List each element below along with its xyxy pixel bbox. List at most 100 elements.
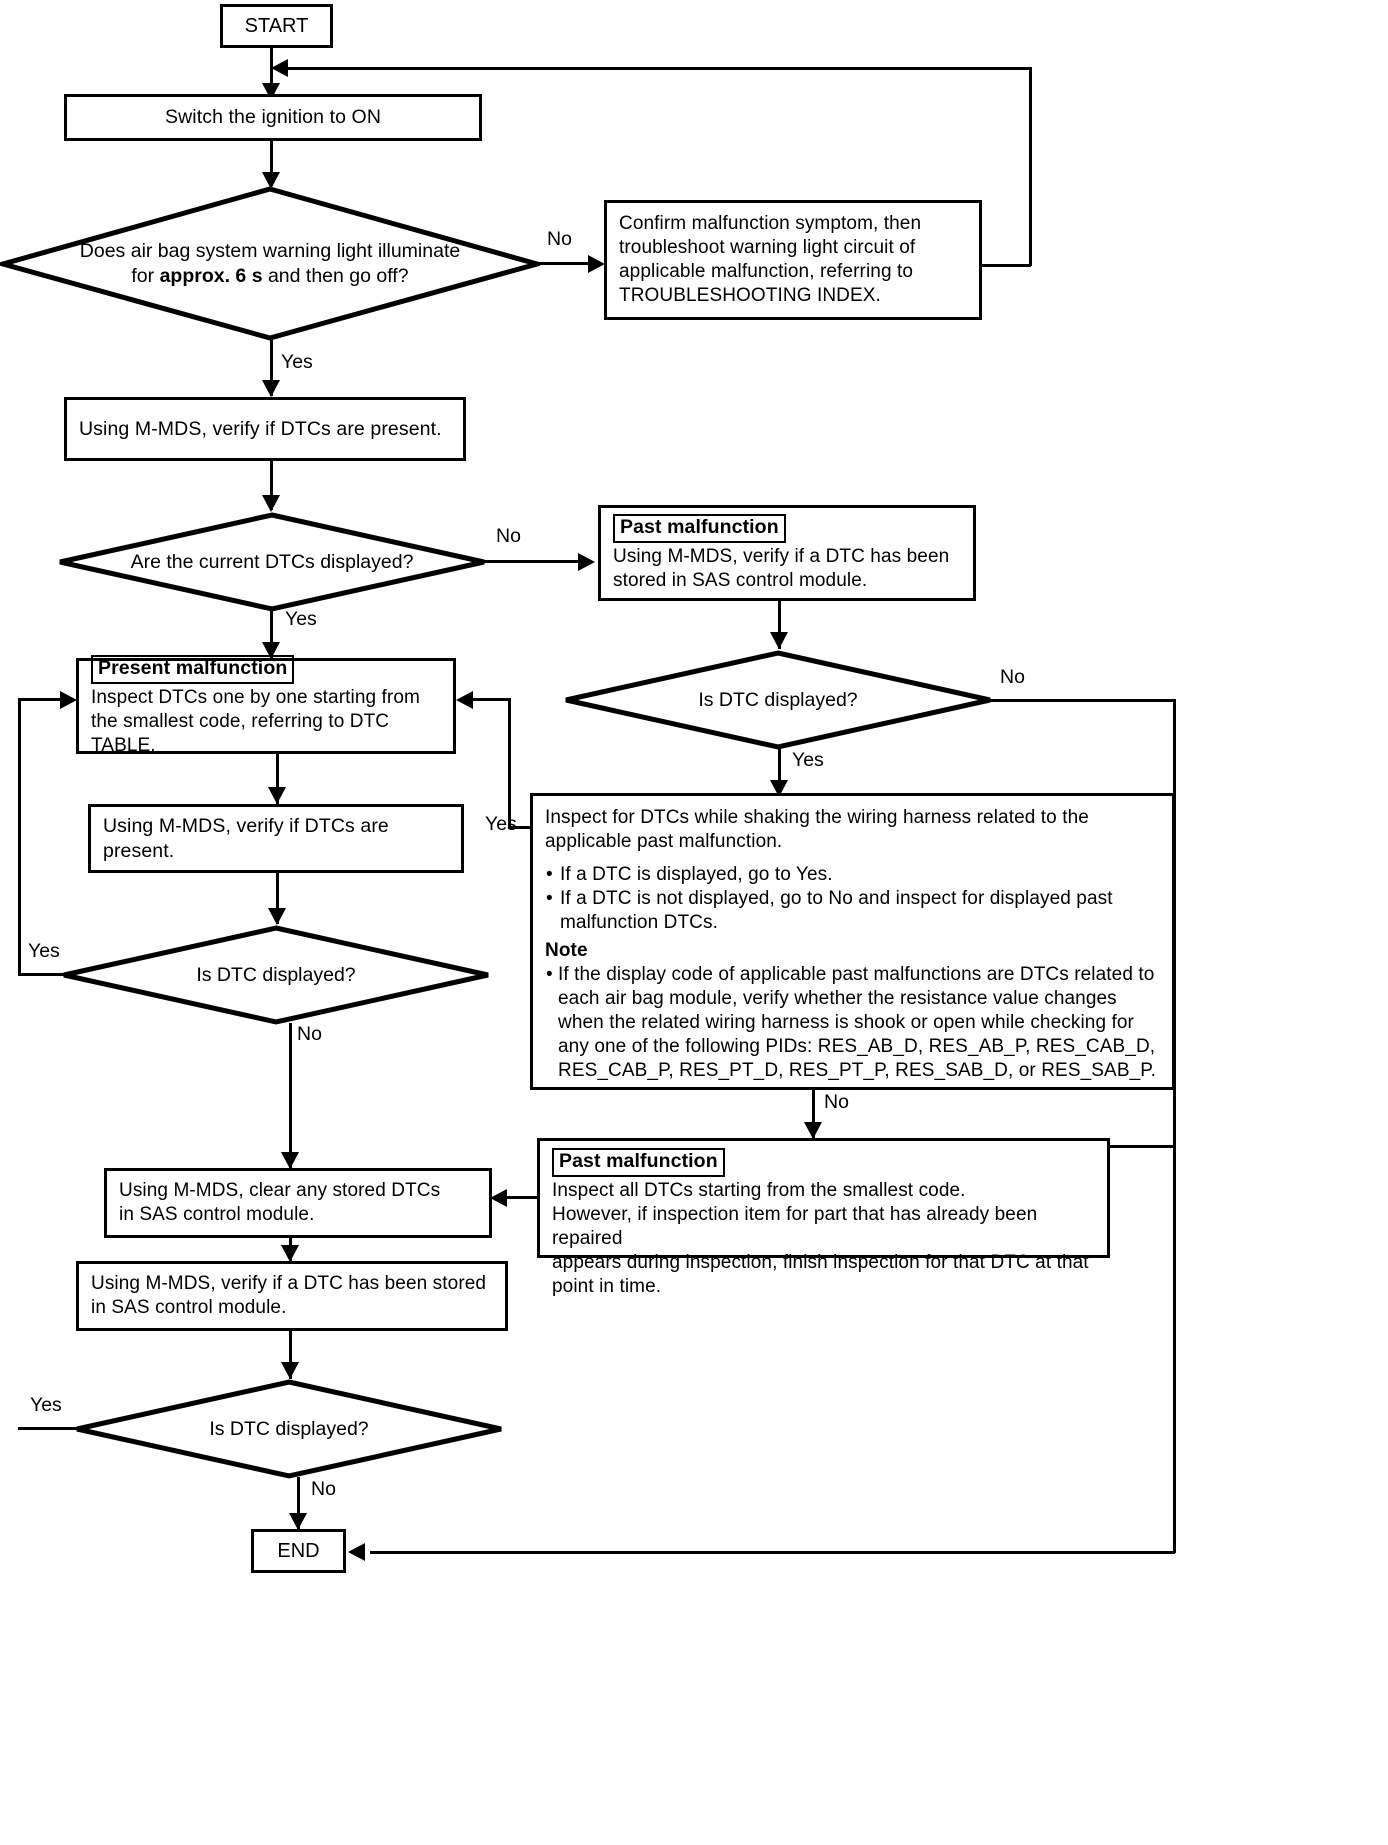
node-present-malfunction-text: Present malfunction Inspect DTCs one by …	[79, 651, 453, 762]
edge-decision4-no	[289, 1023, 292, 1168]
edge-decision4-yes-horizontal	[18, 973, 66, 976]
node-verify-dtcs: Using M-MDS, verify if DTCs are present.	[64, 397, 466, 461]
edge-label-decision3-no: No	[1000, 666, 1025, 688]
edge-feedback-top-horizontal	[283, 67, 1031, 70]
node-current-dtcs-label: Are the current DTCs displayed?	[130, 550, 414, 573]
node-switch-ignition-label: Switch the ignition to ON	[164, 106, 382, 128]
arrow-decision3-yes	[770, 780, 788, 797]
edge-label-decision1-yes: Yes	[281, 351, 313, 373]
warning-light-line2: for approx. 6 s and then go off?	[80, 264, 460, 289]
node-past-malfunction-1-text: Past malfunction Using M-MDS, verify if …	[601, 510, 973, 597]
edge-label-decision4-no: No	[297, 1023, 322, 1045]
past-malfunction-1-line2: stored in SAS control module.	[613, 569, 868, 591]
arrow-shake-no	[804, 1122, 822, 1139]
arrow-feedback-into-main	[271, 59, 288, 77]
past-malfunction-2-line3: appears during inspection, finish inspec…	[552, 1252, 1089, 1273]
arrow-pm1-to-decision3	[770, 632, 788, 649]
edge-yes-into-shake-box	[508, 826, 532, 829]
present-malfunction-chip: Present malfunction	[91, 654, 295, 684]
past-malfunction-1-chip: Past malfunction	[613, 513, 786, 543]
edge-decision2-yes	[270, 610, 273, 658]
edge-shake-no	[812, 1090, 815, 1138]
node-clear-dtcs-text: Using M-MDS, clear any stored DTCs in SA…	[107, 1173, 489, 1233]
edge-pm1-to-decision3	[778, 601, 781, 649]
past-malfunction-2-line2: However, if inspection item for part tha…	[552, 1204, 1038, 1249]
clear-dtcs-line1: Using M-MDS, clear any stored DTCs	[119, 1180, 441, 1201]
arrow-verify2-to-decision4	[268, 908, 286, 925]
node-is-dtc-displayed-right: Is DTC displayed?	[563, 650, 993, 750]
node-end-label: END	[277, 1539, 320, 1562]
arrow-clear-to-verify-stored	[281, 1245, 299, 1262]
edge-decision4-yes-vertical	[18, 698, 21, 975]
warning-light-line2-pre: for	[131, 264, 160, 287]
arrow-decision1-no	[588, 255, 605, 273]
arrow-ignition-to-decision1	[262, 172, 280, 189]
edge-label-decision1-no: No	[547, 228, 572, 250]
shake-harness-bullets: If a DTC is displayed, go to Yes. If a D…	[545, 863, 1160, 935]
node-shake-harness-text: Inspect for DTCs while shaking the wirin…	[533, 796, 1172, 1091]
confirm-symptom-line4: TROUBLESHOOTING INDEX.	[619, 285, 881, 306]
node-verify-dtcs-2: Using M-MDS, verify if DTCs are present.	[88, 804, 464, 873]
node-is-dtc-displayed-left-1: Is DTC displayed?	[61, 925, 491, 1025]
arrow-return-into-end	[348, 1543, 365, 1561]
edge-label-decision2-no: No	[496, 525, 521, 547]
edge-yes-vertical-present-malfunction	[508, 698, 511, 828]
node-clear-dtcs: Using M-MDS, clear any stored DTCs in SA…	[104, 1168, 492, 1238]
shake-harness-note-bullet-1: If the display code of applicable past m…	[545, 963, 1160, 1083]
edge-feedback-bottom-horizontal	[979, 264, 1031, 267]
edge-loop-into-present-malfunction	[18, 698, 66, 701]
node-verify-stored: Using M-MDS, verify if a DTC has been st…	[76, 1261, 508, 1331]
shake-harness-bullet-1: If a DTC is displayed, go to Yes.	[545, 863, 1160, 887]
edge-decision1-no	[537, 262, 600, 265]
edge-decision5-no	[297, 1477, 300, 1529]
edge-feedback-right-vertical	[1029, 67, 1032, 266]
node-is-dtc-displayed-left-2-label: Is DTC displayed?	[209, 1417, 369, 1440]
node-start: START	[220, 4, 333, 48]
edge-label-decision2-yes: Yes	[285, 608, 317, 630]
node-switch-ignition: Switch the ignition to ON	[64, 94, 482, 141]
node-verify-stored-text: Using M-MDS, verify if a DTC has been st…	[79, 1266, 505, 1326]
edge-return-into-end	[370, 1551, 1175, 1554]
warning-light-line2-post: and then go off?	[262, 264, 409, 287]
verify-stored-line2: in SAS control module.	[91, 1297, 287, 1318]
edge-label-shake-yes: Yes	[485, 813, 517, 835]
edge-ignition-to-decision1	[270, 141, 273, 186]
warning-light-line1: Does air bag system warning light illumi…	[79, 239, 461, 262]
present-malfunction-line2: the smallest code, referring to DTC TABL…	[91, 710, 390, 756]
node-past-malfunction-2: Past malfunction Inspect all DTCs starti…	[537, 1138, 1110, 1297]
arrow-pm-to-verify2	[268, 787, 286, 804]
confirm-symptom-line3: applicable malfunction, referring to	[619, 261, 914, 282]
arrow-pm2-to-clear	[490, 1189, 507, 1207]
edge-verify-to-decision2	[270, 461, 273, 510]
verify-stored-line1: Using M-MDS, verify if a DTC has been st…	[91, 1273, 487, 1294]
node-confirm-symptom-text: Confirm malfunction symptom, then troubl…	[607, 206, 979, 314]
edge-decision3-no-horizontal	[990, 699, 1175, 702]
node-present-malfunction: Present malfunction Inspect DTCs one by …	[76, 654, 456, 756]
node-shake-harness: Inspect for DTCs while shaking the wirin…	[530, 793, 1175, 1090]
node-verify-dtcs-2-label: Using M-MDS, verify if DTCs are present.	[103, 814, 389, 862]
arrow-decision5-no	[289, 1513, 307, 1530]
node-past-malfunction-1: Past malfunction Using M-MDS, verify if …	[598, 505, 976, 601]
edge-decision5-yes-horizontal	[18, 1427, 80, 1430]
present-malfunction-line1: Inspect DTCs one by one starting from	[91, 686, 420, 708]
past-malfunction-2-chip: Past malfunction	[552, 1148, 725, 1177]
edge-verify2-to-decision4	[276, 873, 279, 924]
past-malfunction-2-line1: Inspect all DTCs starting from the small…	[552, 1180, 966, 1201]
arrow-decision2-no	[578, 553, 595, 571]
node-is-dtc-displayed-left-2: Is DTC displayed?	[74, 1379, 504, 1479]
node-start-label: START	[244, 14, 309, 37]
arrow-yes-into-present-malfunction	[456, 691, 473, 709]
node-confirm-symptom: Confirm malfunction symptom, then troubl…	[604, 200, 982, 320]
edge-decision3-no-return	[1110, 1145, 1175, 1148]
past-malfunction-1-line1: Using M-MDS, verify if a DTC has been	[613, 545, 950, 567]
confirm-symptom-line2: troubleshoot warning light circuit of	[619, 237, 916, 258]
shake-harness-line1: Inspect for DTCs while shaking the wirin…	[545, 807, 1089, 828]
arrow-decision1-yes	[262, 380, 280, 397]
node-is-dtc-displayed-right-label: Is DTC displayed?	[698, 688, 858, 711]
past-malfunction-2-line4: point in time.	[552, 1276, 662, 1297]
arrow-decision4-no	[281, 1152, 299, 1169]
node-past-malfunction-2-text: Past malfunction Inspect all DTCs starti…	[540, 1141, 1107, 1306]
edge-pm2-to-clear	[505, 1196, 539, 1199]
edge-label-decision5-no: No	[311, 1478, 336, 1500]
